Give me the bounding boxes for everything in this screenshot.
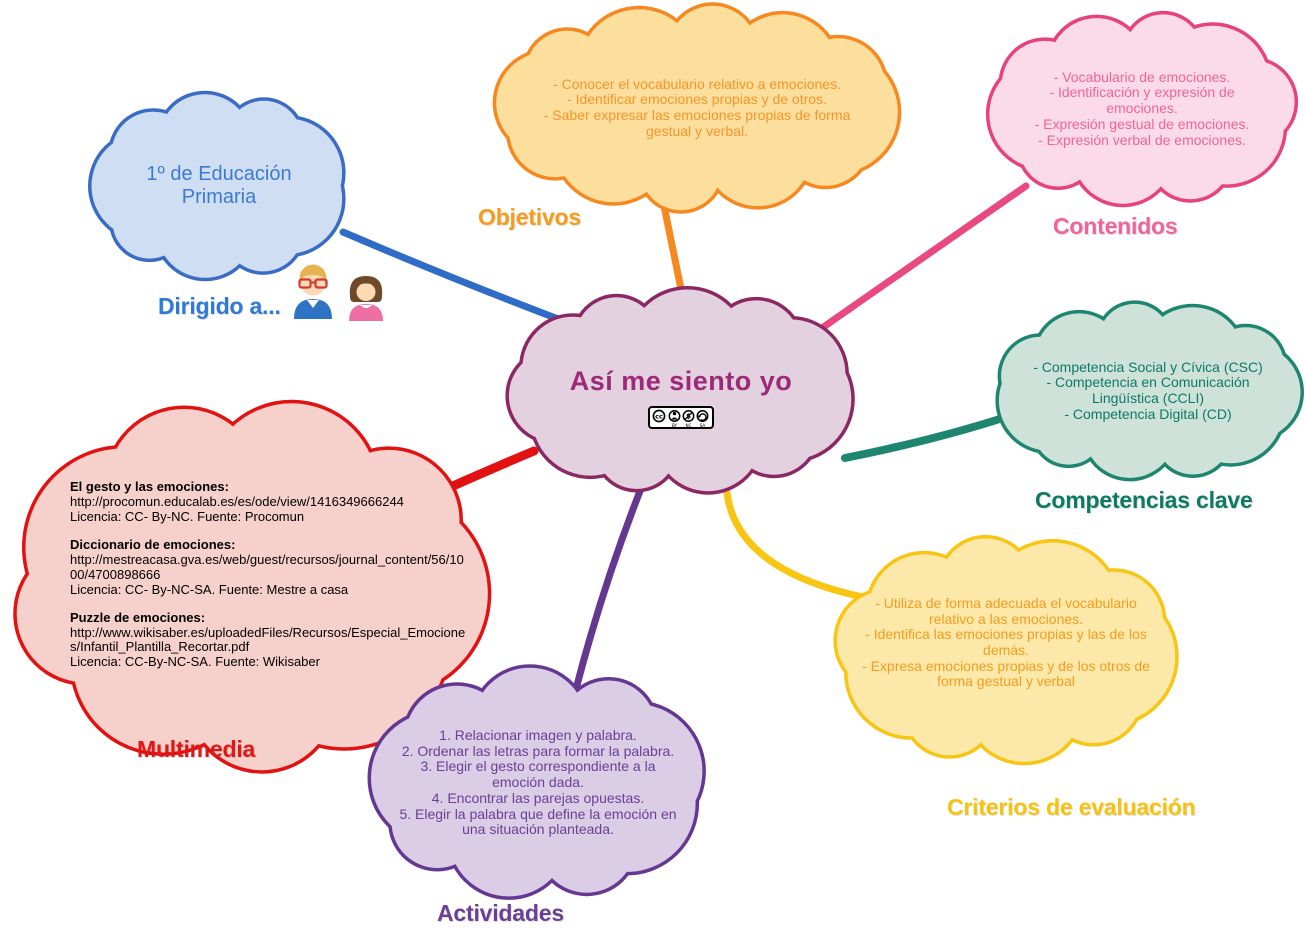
central-topic-title: Así me siento yo: [569, 366, 793, 397]
cloud-center-topic[interactable]: Así me siento yo cc $ BY NC SA: [505, 286, 857, 496]
competencias-line: - Competencia Social y Cívica (CSC): [1033, 358, 1263, 375]
cloud-text-objetivos: - Conocer el vocabulario relativo a emoc…: [492, 2, 902, 214]
resource-title: El gesto y las emociones:: [70, 479, 229, 494]
objetivos-line: - Saber expresar las emociones propias d…: [543, 107, 851, 139]
cloud-criterios[interactable]: - Utiliza de forma adecuada el vocabular…: [832, 534, 1180, 766]
objetivos-line: - Identificar emociones propias y de otr…: [567, 91, 827, 108]
cloud-multimedia[interactable]: El gesto y las emociones: http://procomu…: [8, 396, 492, 774]
caption-competencias: Competencias clave: [1035, 487, 1253, 513]
caption-criterios: Criterios de evaluación: [947, 794, 1196, 820]
resource-url: http://www.wikisaber.es/uploadedFiles/Re…: [70, 624, 466, 655]
cloud-dirigido[interactable]: 1º de Educación Primaria: [88, 90, 350, 282]
connector-competencias: [841, 413, 1010, 462]
actividades-line: 4. Encontrar las parejas opuestas.: [431, 789, 645, 806]
actividades-line: 5. Elegir la palabra que define la emoci…: [399, 805, 677, 838]
contenidos-line: - Identificación y expresión de emocione…: [1049, 84, 1235, 117]
girl-student-icon: [349, 276, 383, 321]
resource-url: http://procomun.educalab.es/es/ode/view/…: [70, 493, 404, 509]
caption-contenidos: Contenidos: [1053, 213, 1178, 239]
cc-by-nc-sa-badge-icon: cc $ BY NC SA: [648, 405, 714, 429]
resource-item: Diccionario de emociones: http://mestrea…: [70, 536, 466, 598]
cloud-text-dirigido: 1º de Educación Primaria: [88, 90, 350, 282]
svg-text:BY: BY: [672, 422, 678, 427]
actividades-line: 1. Relacionar imagen y palabra.: [439, 727, 637, 744]
competencias-line: - Competencia Digital (CD): [1064, 405, 1232, 422]
contenidos-line: - Vocabulario de emociones.: [1053, 68, 1231, 85]
resource-license: Licencia: CC- By-NC-SA. Fuente: Mestre a…: [70, 581, 349, 597]
cloud-competencias[interactable]: - Competencia Social y Cívica (CSC) - Co…: [992, 300, 1304, 482]
svg-text:cc: cc: [655, 412, 663, 420]
cloud-text-multimedia: El gesto y las emociones: http://procomu…: [70, 479, 466, 683]
connector-contenidos: [818, 182, 1030, 332]
criterios-line: - Identifica las emociones propias y las…: [865, 626, 1147, 658]
cloud-text-contenidos: - Vocabulario de emociones. - Identifica…: [985, 10, 1299, 208]
contenidos-line: - Expresión verbal de emociones.: [1038, 131, 1246, 148]
resource-title: Diccionario de emociones:: [70, 536, 236, 552]
svg-text:NC: NC: [685, 422, 691, 427]
cloud-text-criterios: - Utiliza de forma adecuada el vocabular…: [832, 534, 1180, 766]
cloud-objetivos[interactable]: - Conocer el vocabulario relativo a emoc…: [492, 2, 902, 214]
svg-text:SA: SA: [700, 422, 706, 427]
cloud-text-competencias: - Competencia Social y Cívica (CSC) - Co…: [992, 300, 1304, 482]
actividades-line: 3. Elegir el gesto correspondiente a la …: [420, 758, 656, 791]
resource-title: Puzzle de emociones:: [70, 609, 206, 625]
criterios-line: - Expresa emociones propias y de los otr…: [862, 657, 1150, 690]
resource-item: El gesto y las emociones: http://procomu…: [70, 479, 466, 525]
caption-objetivos: Objetivos: [478, 204, 582, 230]
connector-dirigido: [339, 228, 570, 326]
cloud-text-actividades: 1. Relacionar imagen y palabra. 2. Orden…: [367, 664, 709, 902]
objetivos-line: - Conocer el vocabulario relativo a emoc…: [553, 75, 841, 92]
cloud-text-center: Así me siento yo cc $ BY NC SA: [505, 286, 857, 496]
boy-student-icon: [294, 264, 332, 319]
resource-license: Licencia: CC-By-NC-SA. Fuente: Wikisaber: [70, 654, 320, 670]
resource-item: Puzzle de emociones: http://www.wikisabe…: [70, 609, 466, 671]
resource-url: http://mestreacasa.gva.es/web/guest/recu…: [70, 551, 464, 582]
caption-multimedia: Multimedia: [137, 736, 256, 762]
resource-license: Licencia: CC- By-NC. Fuente: Procomun: [70, 508, 305, 524]
cloud-actividades[interactable]: 1. Relacionar imagen y palabra. 2. Orden…: [367, 664, 709, 902]
dirigido-text: 1º de Educación Primaria: [146, 163, 292, 208]
caption-dirigido: Dirigido a...: [158, 293, 281, 319]
caption-actividades: Actividades: [437, 900, 564, 926]
actividades-line: 2. Ordenar las letras para formar la pal…: [401, 742, 675, 759]
contenidos-line: - Expresión gestual de emociones.: [1034, 115, 1250, 132]
competencias-line: - Competencia en Comunicación Lingüístic…: [1046, 374, 1250, 406]
connector-actividades: [572, 482, 646, 693]
connector-criterios: [723, 489, 867, 601]
criterios-line: - Utiliza de forma adecuada el vocabular…: [875, 594, 1137, 627]
cloud-contenidos[interactable]: - Vocabulario de emociones. - Identifica…: [985, 10, 1299, 208]
